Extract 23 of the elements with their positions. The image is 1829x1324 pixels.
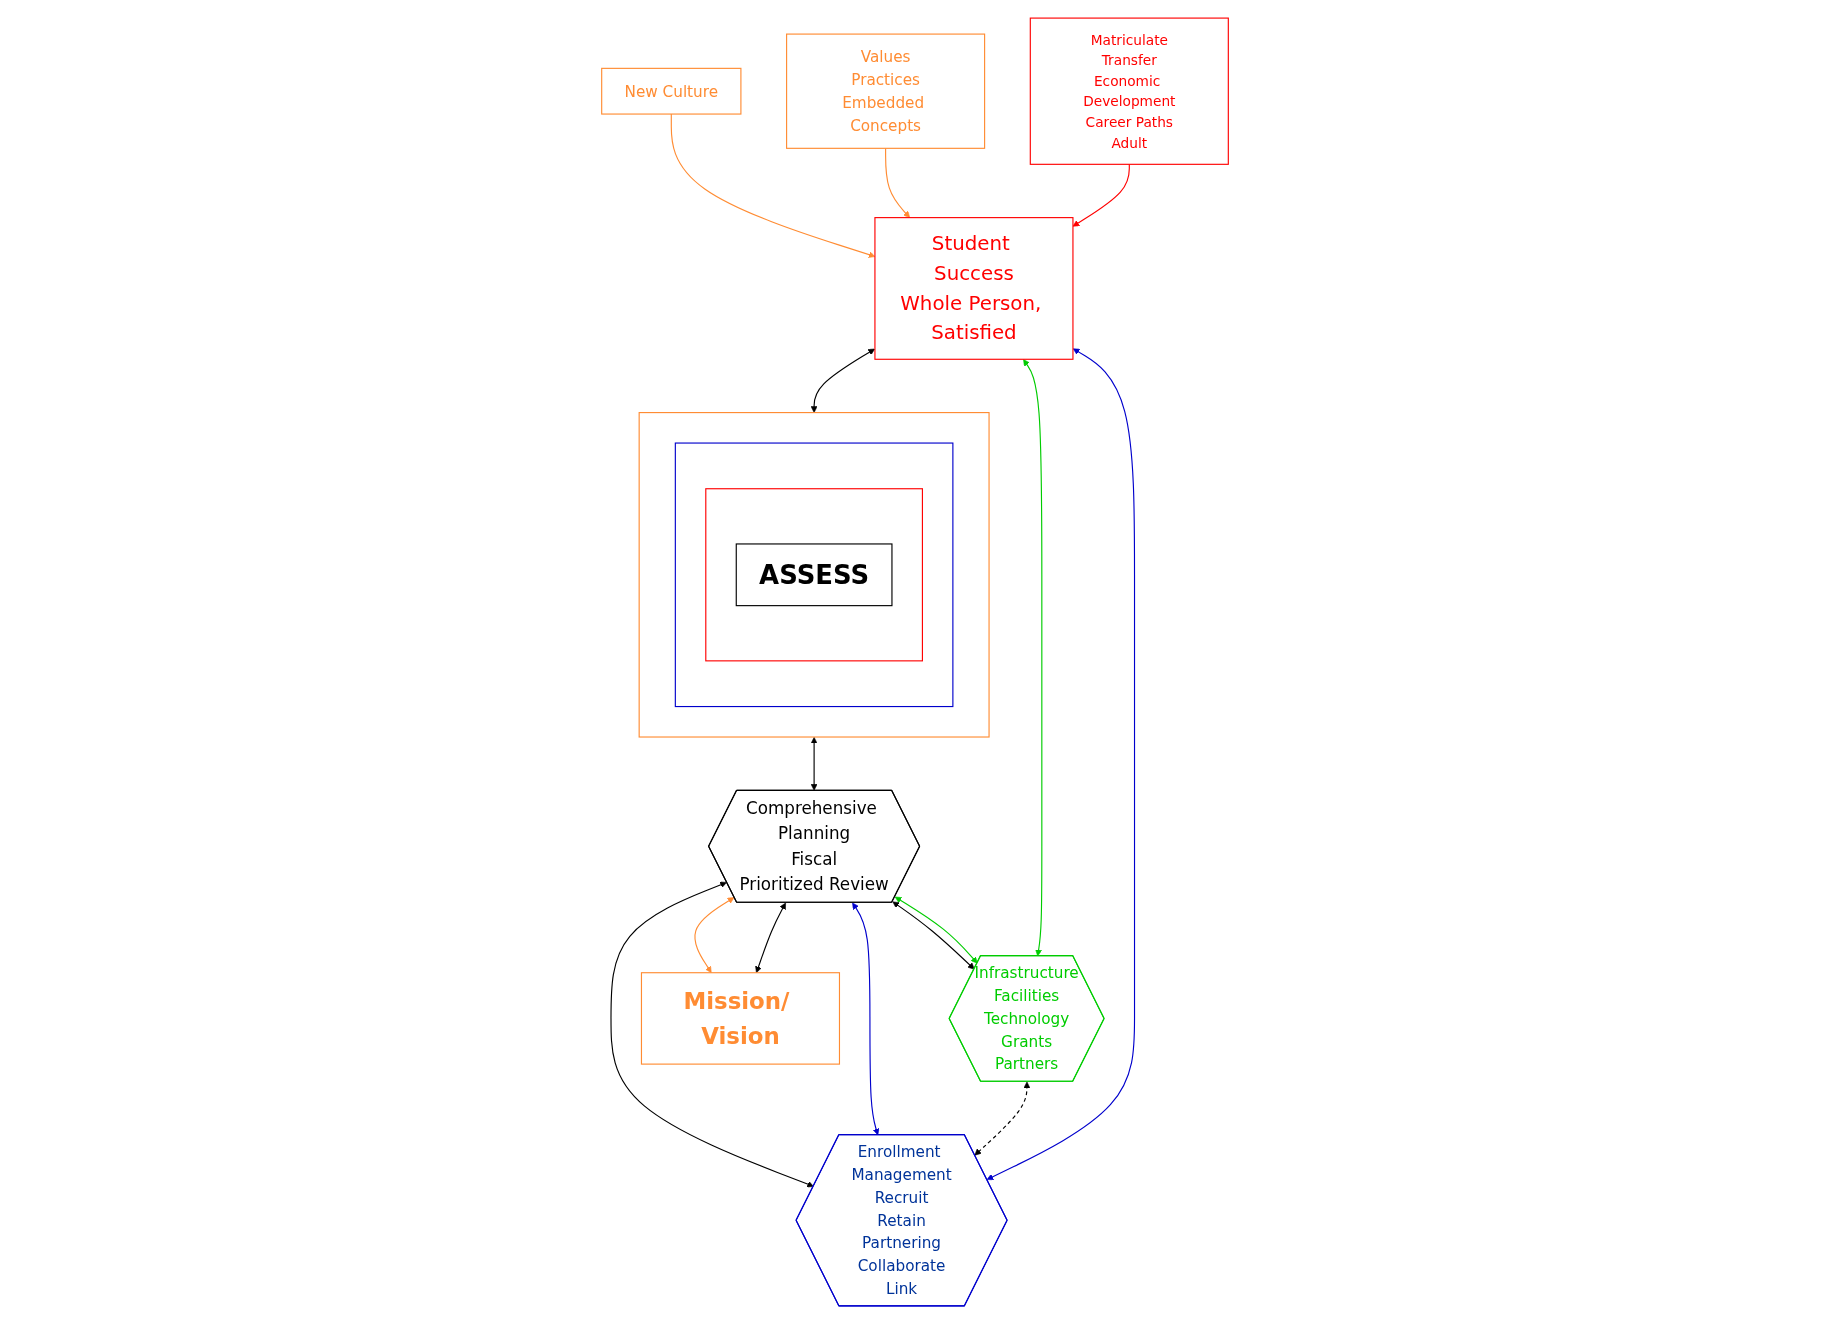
arrow bbox=[670, 113, 875, 258]
node-box: New Culture bbox=[600, 67, 741, 115]
arrow bbox=[851, 902, 879, 1136]
arrow bbox=[884, 147, 910, 218]
cluster bbox=[638, 412, 990, 738]
arrow bbox=[810, 348, 875, 413]
arrow bbox=[609, 881, 814, 1188]
node-box: Student Success Whole Person, Satisfied bbox=[873, 217, 1073, 360]
arrow bbox=[810, 737, 817, 791]
node-box: Mission/ Vision bbox=[640, 972, 840, 1065]
node-box: ASSESS bbox=[735, 543, 893, 607]
arrow bbox=[1022, 359, 1042, 957]
arrow bbox=[986, 348, 1135, 1180]
arrow bbox=[973, 1081, 1030, 1156]
arrow bbox=[1072, 163, 1130, 227]
arrow bbox=[892, 901, 975, 970]
node-box: Values Practices Embedded Concepts bbox=[785, 33, 985, 149]
cluster bbox=[674, 442, 953, 708]
arrow bbox=[894, 896, 978, 964]
arrow bbox=[754, 902, 786, 973]
node-box: Matriculate Transfer Economic Development Career Paths Adult bbox=[1029, 17, 1229, 165]
arrow bbox=[693, 897, 734, 973]
cluster bbox=[704, 488, 923, 662]
